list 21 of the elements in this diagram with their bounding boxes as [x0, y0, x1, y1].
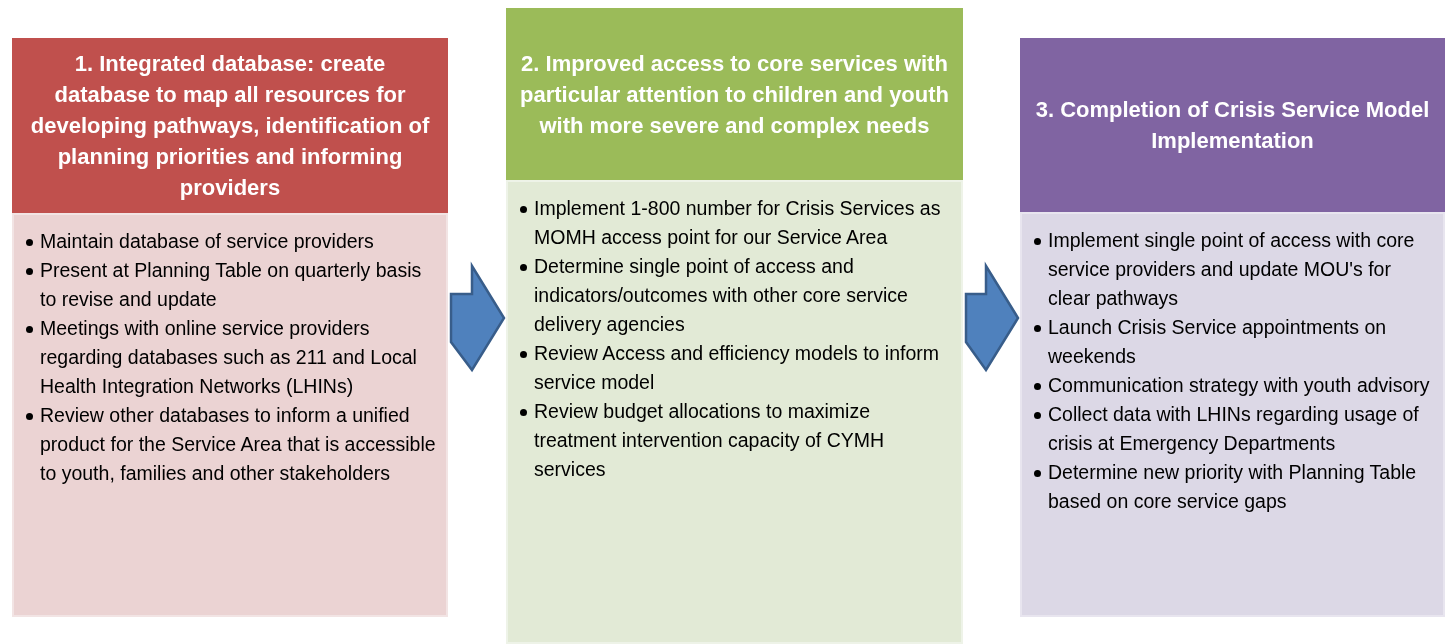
bullet-item: Launch Crisis Service appointments on weekends: [1034, 313, 1435, 371]
bullet-item: Review other databases to inform a unified product for the Service Area that is accessible to youth, families and other stakeholders: [26, 401, 438, 488]
bullet-list-box: [1020, 212, 1445, 617]
block-arrow: [964, 261, 1020, 373]
bullet-item: Implement single point of access with core service providers and update MOU's for clear pathways: [1034, 226, 1435, 313]
bullet-item: Collect data with LHINs regarding usage of crisis at Emergency Departments: [1034, 400, 1435, 458]
header-box: 2. Improved access to core services with particular attention to children and youth with more severe and complex needs: [506, 8, 963, 180]
bullet-item: Maintain database of service providers: [26, 227, 438, 256]
bullet-list-box: [506, 180, 963, 644]
bullet-item: Review budget allocations to maximize treatment intervention capacity of CYMH services: [520, 397, 953, 484]
bullet-item: Determine new priority with Planning Table based on core service gaps: [1034, 458, 1435, 516]
bullet-item: Review Access and efficiency models to inform service model: [520, 339, 953, 397]
header-box: 3. Completion of Crisis Service Model Implementation: [1020, 38, 1445, 212]
block-arrow: [449, 261, 506, 373]
bullet-item: Determine single point of access and indicators/outcomes with other core service delivery agencies: [520, 252, 953, 339]
bullet-item: Communication strategy with youth advisory: [1034, 371, 1435, 400]
header-box: 1. Integrated database: create database to map all resources for developing pathways, identification of planning priorities and informing providers: [12, 38, 448, 213]
bullet-item: Present at Planning Table on quarterly basis to revise and update: [26, 256, 438, 314]
bullet-item: Meetings with online service providers regarding databases such as 211 and Local Health Integration Networks (LHINs): [26, 314, 438, 401]
bullet-item: Implement 1-800 number for Crisis Services as MOMH access point for our Service Area: [520, 194, 953, 252]
bullet-list-box: [12, 213, 448, 617]
